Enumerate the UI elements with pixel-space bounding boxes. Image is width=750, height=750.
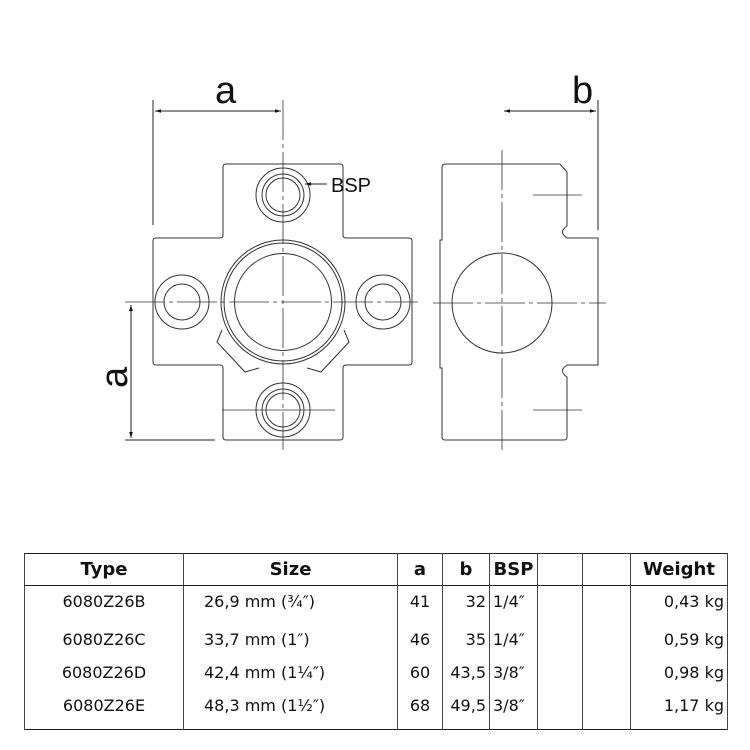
cell-empty [537,629,583,663]
dimension-lines [125,100,599,441]
cell-bsp: 3/8″ [489,662,538,696]
cell-a: 41 [397,585,443,630]
side-view-outline [439,163,599,441]
cell-empty [582,629,631,663]
table-row: 6080Z26C 33,7 mm (1″) 46 35 1/4″ 0,59 kg [24,629,728,663]
cell-size: 42,4 mm (1¼″) [183,662,398,696]
cell-size: 48,3 mm (1½″) [183,695,398,729]
cell-weight: 0,98 kg [630,662,728,696]
cell-type: 6080Z26E [24,695,184,729]
cell-b: 32 [442,585,490,630]
table-row: 6080Z26E 48,3 mm (1½″) 68 49,5 3/8″ 1,17… [24,695,728,729]
cell-type: 6080Z26C [24,629,184,663]
technical-drawing: a b a BSP [94,70,606,450]
dimension-a-label: a [215,70,237,112]
cell-a: 68 [397,695,443,729]
cell-size: 26,9 mm (¾″) [183,585,398,630]
cell-weight: 0,59 kg [630,629,728,663]
dimension-a-vertical-label: a [94,366,136,388]
cell-bsp: 1/4″ [489,629,538,663]
header-empty-1 [537,553,583,586]
header-a: a [397,553,443,586]
cell-a: 60 [397,662,443,696]
cell-type: 6080Z26D [24,662,184,696]
hex-nut-lower [216,329,350,373]
table-row: 6080Z26B 26,9 mm (¾″) 41 32 1/4″ 0,43 kg [24,585,728,630]
centerlines [125,100,606,450]
cell-a: 46 [397,629,443,663]
cell-empty [582,585,631,630]
cell-empty [537,585,583,630]
header-bsp: BSP [489,553,538,586]
table-filler-row [24,728,728,730]
dimension-b-label: b [572,70,593,112]
front-view-outline [152,163,413,441]
table-header-row: Type Size a b BSP Weight [24,553,728,586]
cell-empty [537,662,583,696]
cell-weight: 0,43 kg [630,585,728,630]
cell-bsp: 3/8″ [489,695,538,729]
cell-type: 6080Z26B [24,585,184,630]
header-b: b [442,553,490,586]
header-type: Type [24,553,184,586]
header-size: Size [183,553,398,586]
cell-bsp: 1/4″ [489,585,538,630]
header-weight: Weight [630,553,728,586]
specification-table: Type Size a b BSP Weight 6080Z26B 26,9 m… [24,553,728,730]
cell-b: 35 [442,629,490,663]
bsp-label: BSP [331,175,371,197]
cell-b: 49,5 [442,695,490,729]
cell-empty [537,695,583,729]
cell-empty [582,662,631,696]
header-empty-2 [582,553,631,586]
cell-weight: 1,17 kg [630,695,728,729]
cell-empty [582,695,631,729]
table-row: 6080Z26D 42,4 mm (1¼″) 60 43,5 3/8″ 0,98… [24,662,728,696]
cell-size: 33,7 mm (1″) [183,629,398,663]
cell-b: 43,5 [442,662,490,696]
